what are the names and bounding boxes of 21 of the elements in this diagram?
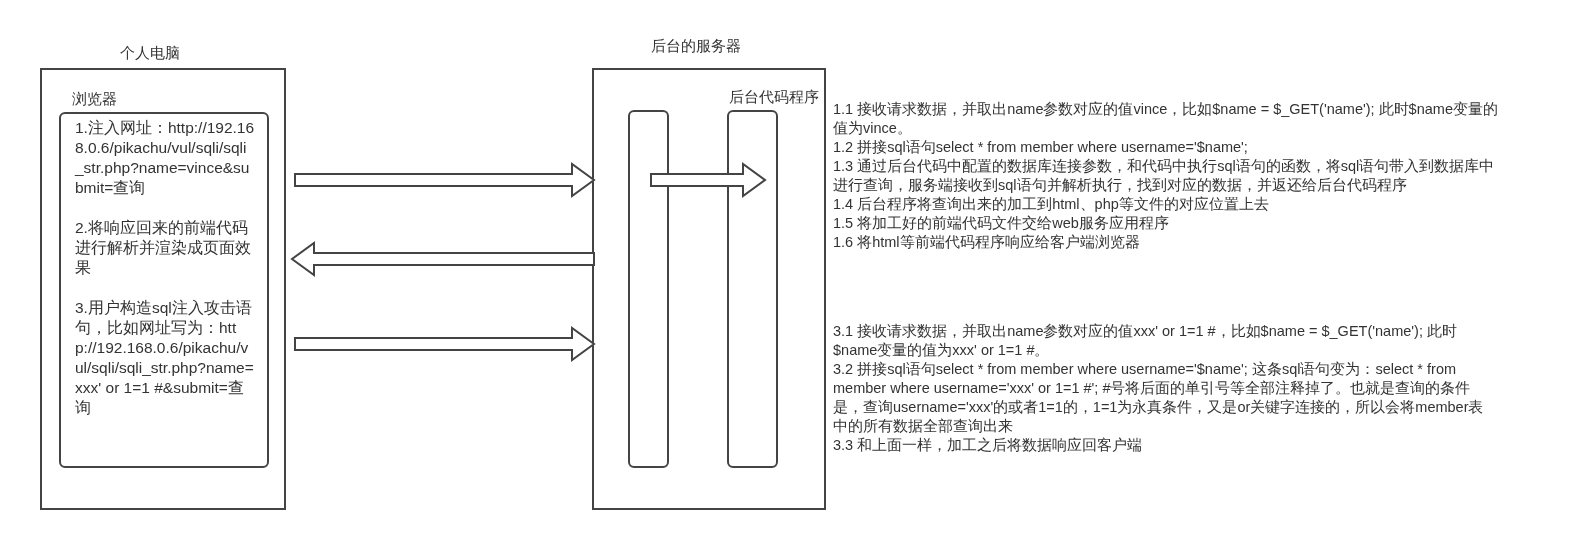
web-server-box bbox=[628, 110, 669, 468]
block-arrow bbox=[294, 162, 596, 198]
step-text: 3.1 接收请求数据，并取出name参数对应的值xxx' or 1=1 #，比如$name = $_GET('name'); 此时$name变量的值为xxx' or 1=1 #。 bbox=[833, 322, 1458, 360]
step-text: 1.2 拼接sql语句select * from member where username='$name'; bbox=[833, 138, 1249, 157]
step-text: 1.3 通过后台代码中配置的数据库连接参数，和代码中执行sql语句的函数，将sql语句带入到数据库中进行查询，服务端接收到sql语句并解析执行，找到对应的数据，并返还给后台代码程序 bbox=[833, 157, 1496, 195]
step-text: 1.4 后台程序将查询出来的加工到html、php等文件的对应位置上去 bbox=[833, 195, 1270, 214]
step-text: 1.1 接收请求数据，并取出name参数对应的值vince，比如$name = $_GET('name'); 此时$name变量的值为vince。 bbox=[833, 100, 1498, 138]
box-heading: 个人电脑 bbox=[120, 44, 180, 63]
block-arrow bbox=[294, 326, 596, 362]
block-arrow bbox=[650, 162, 767, 198]
step-text: 3.3 和上面一样，加工之后将数据响应回客户端 bbox=[833, 436, 1144, 455]
box-heading: 浏览器 bbox=[72, 90, 117, 109]
step-text: 2.将响应回来的前端代码进行解析并渲染成页面效果 bbox=[75, 218, 252, 278]
step-text: 3.用户构造sql注入攻击语句，比如网址写为：http://192.168.0.6/pikachu/vul/sqli/sqli_str.php?name=xxx' or 1=1 #&submit=查询 bbox=[75, 298, 255, 418]
box-heading: 后台的服务器 bbox=[651, 37, 741, 56]
block-arrow bbox=[290, 241, 595, 277]
step-text: 3.2 拼接sql语句select * from member where username='$name'; 这条sql语句变为：select * from member where username='xxx' or 1=1 #'; #号将后面的单引号等全部注释掉了。也就是查询的条件是，查询username='xxx'的或者1=1的，1=1为永真条件，又是or关键字连接的，所以会将member表中的所有数据全部查询出来 bbox=[833, 360, 1485, 436]
step-text: 1.注入网址：http://192.168.0.6/pikachu/vul/sqli/sqli_str.php?name=vince&submit=查询 bbox=[75, 118, 255, 198]
step-text: 1.6 将html等前端代码程序响应给客户端浏览器 bbox=[833, 233, 1141, 252]
step-text: 1.5 将加工好的前端代码文件交给web服务应用程序 bbox=[833, 214, 1170, 233]
box-heading: 后台代码程序 bbox=[729, 88, 819, 107]
